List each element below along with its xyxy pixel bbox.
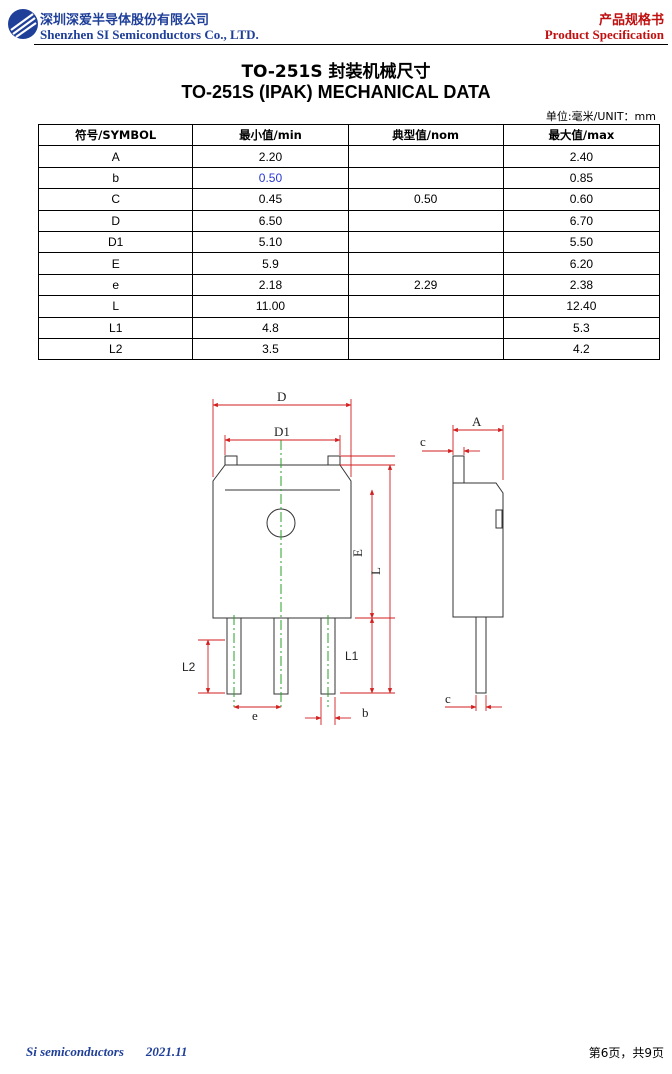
- cell-min: 2.20: [192, 145, 349, 168]
- page-title-cn: TO-251S 封装机械尺寸: [241, 62, 431, 82]
- package-drawing: D D1 E L e b A c c L1 L2: [182, 389, 504, 725]
- cell-symbol: b: [37, 166, 194, 190]
- spec-label-cn: 产品规格书: [598, 13, 664, 28]
- column-header: 最小值/min: [192, 123, 349, 147]
- dim-label-l1: L1: [345, 649, 359, 663]
- cell-max: 12.40: [502, 295, 661, 318]
- cell-min: 5.9: [192, 252, 349, 275]
- cell-symbol: L2: [37, 337, 194, 361]
- dim-label-b: b: [362, 705, 369, 720]
- cell-nom: 2.29: [347, 273, 504, 297]
- footer-page-number: 第6页，共9页: [588, 1046, 664, 1060]
- footer-company-name: Si semiconductors: [26, 1044, 124, 1059]
- cell-nom: [347, 230, 504, 254]
- dim-label-c-bottom: c: [445, 691, 451, 706]
- cell-max: 0.85: [502, 166, 661, 190]
- cell-min: 5.10: [192, 230, 349, 254]
- dim-label-c-top: c: [420, 434, 426, 449]
- column-header: 最大值/max: [502, 123, 661, 147]
- spec-label-en: Product Specification: [544, 27, 664, 42]
- cell-nom: [347, 295, 504, 318]
- cell-min: 3.5: [192, 337, 349, 361]
- dim-label-pitch-e: e: [252, 708, 258, 723]
- table-header-row: 符号/SYMBOL 最小值/min 典型值/nom 最大值/max: [37, 123, 661, 147]
- cell-symbol: C: [37, 188, 194, 211]
- header-divider: [34, 44, 668, 45]
- page-header: 深圳深爱半导体股份有限公司 Shenzhen SI Semiconductors…: [0, 0, 672, 48]
- unit-label: 单位:毫米/UNIT：mm: [545, 110, 656, 123]
- cell-nom: [347, 145, 504, 168]
- footer-company: Si semiconductors 2021.11: [26, 1044, 209, 1060]
- dim-label-l: L: [368, 567, 383, 575]
- cell-nom: [347, 337, 504, 361]
- dim-label-d1: D1: [274, 424, 290, 439]
- dim-label-d: D: [277, 389, 286, 404]
- company-name-cn: 深圳深爱半导体股份有限公司: [40, 13, 210, 28]
- cell-min: 6.50: [192, 209, 349, 232]
- side-view-notch: [495, 509, 503, 529]
- column-header: 典型值/nom: [347, 123, 504, 147]
- cell-symbol: D1: [37, 230, 194, 254]
- cell-symbol: A: [37, 145, 194, 168]
- company-logo-icon: [8, 9, 38, 39]
- page-title-en: TO-251S (IPAK) MECHANICAL DATA: [181, 82, 491, 102]
- cell-symbol: L: [37, 295, 194, 318]
- cell-nom: [347, 166, 504, 190]
- cell-max: 2.38: [502, 273, 661, 297]
- cell-nom: [347, 252, 504, 275]
- cell-max: 5.50: [502, 230, 661, 254]
- dim-label-e: E: [350, 549, 365, 557]
- cell-nom: [347, 209, 504, 232]
- dim-label-a: A: [472, 414, 482, 429]
- side-view-lead: [475, 616, 487, 694]
- cell-max: 4.2: [502, 337, 661, 361]
- cell-max: 0.60: [502, 188, 661, 211]
- cell-symbol: D: [37, 209, 194, 232]
- footer-date: 2021.11: [145, 1044, 188, 1059]
- cell-max: 5.3: [502, 316, 661, 339]
- column-header: 符号/SYMBOL: [37, 123, 194, 147]
- cell-symbol: e: [37, 273, 194, 297]
- dim-label-l2: L2: [182, 660, 196, 674]
- cell-min: 2.18: [192, 273, 349, 297]
- cell-nom: [347, 316, 504, 339]
- side-view-body: [452, 455, 504, 618]
- cell-nom: 0.50: [347, 188, 504, 211]
- cell-max: 6.20: [502, 252, 661, 275]
- cell-symbol: E: [37, 252, 194, 275]
- cell-min: 11.00: [192, 295, 349, 318]
- cell-max: 6.70: [502, 209, 661, 232]
- cell-min: 0.50: [192, 166, 349, 190]
- cell-min: 4.8: [192, 316, 349, 339]
- company-name-en: Shenzhen SI Semiconductors Co., LTD.: [40, 27, 259, 42]
- cell-min: 0.45: [192, 188, 349, 211]
- cell-max: 2.40: [502, 145, 661, 168]
- cell-symbol: L1: [37, 316, 194, 339]
